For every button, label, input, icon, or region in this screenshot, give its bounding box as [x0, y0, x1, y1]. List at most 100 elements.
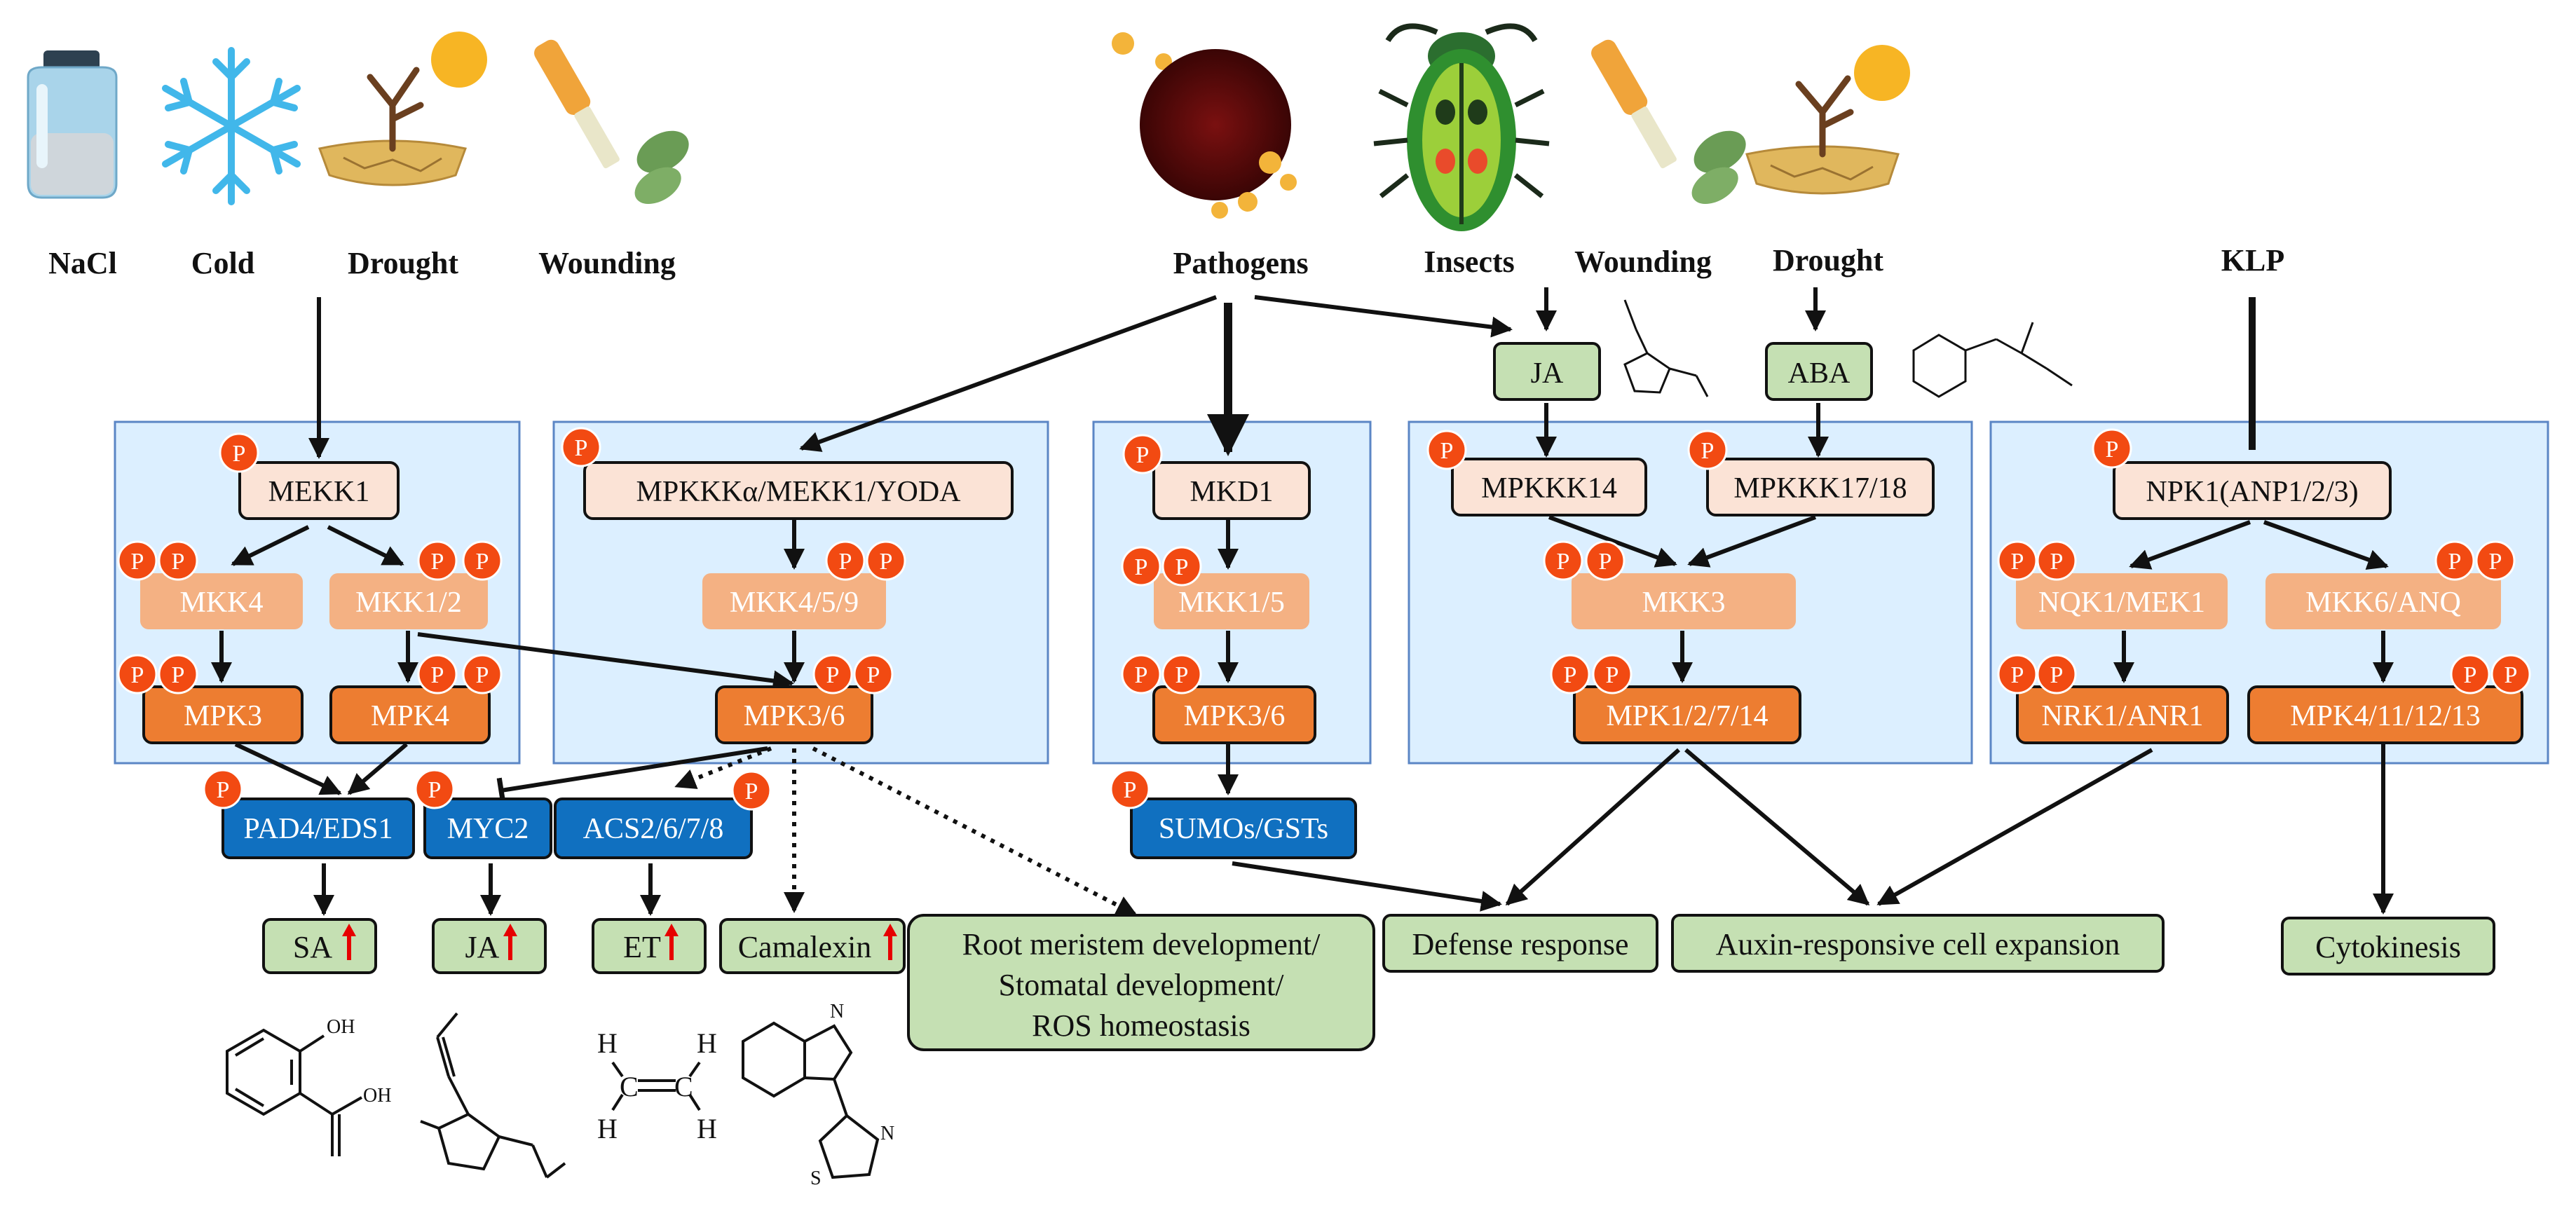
kinase-box-mkk4 — [140, 573, 303, 629]
phospho-badge-icon: P — [1550, 654, 1590, 694]
phospho-badge-icon: P — [2475, 540, 2516, 581]
phospho-badge-icon: P — [2450, 654, 2490, 694]
phospho-badge-icon: P — [219, 432, 259, 473]
phospho-badge-icon: P — [2490, 654, 2531, 694]
phospho-badge-icon: P — [1997, 654, 2038, 694]
kinase-label-mpkkk14: MPKKK14 — [1481, 472, 1617, 505]
target-box-pad4 — [222, 798, 415, 859]
arrow-npk1-to-mkk6 — [2263, 520, 2389, 570]
phospho-badge-icon: P — [866, 540, 906, 581]
kinase-label-mpk4: MPK4 — [371, 700, 449, 732]
output-label-et: ET — [623, 930, 661, 964]
kinase-box-mpk4-11 — [2247, 685, 2523, 744]
ja-structure-small — [1623, 299, 1709, 397]
kinase-box-mpkkk14 — [1451, 458, 1647, 516]
phospho-label: P — [2011, 662, 2024, 688]
phospho-badge-icon: P — [1426, 430, 1467, 470]
output-label-root-line1: Root meristem development/ — [962, 927, 1321, 961]
jasmonic-acid-structure — [420, 1012, 566, 1179]
phospho-badge-icon: P — [1592, 654, 1633, 694]
target-box-sumos — [1130, 798, 1357, 859]
chem-label-c: C — [620, 1071, 639, 1102]
arrow-mkk12-to-mpk36 — [417, 632, 794, 692]
phospho-label: P — [2106, 437, 2119, 463]
output-label-auxin: Auxin-responsive cell expansion — [1716, 927, 2120, 961]
kinase-box-mkk6 — [2265, 573, 2501, 629]
kinase-label-mkk459: MKK4/5/9 — [730, 587, 859, 619]
phospho-label: P — [1135, 662, 1148, 688]
target-box-myc2 — [423, 798, 552, 859]
kinase-label-nrk1: NRK1/ANR1 — [2041, 700, 2203, 732]
phospho-label: P — [172, 549, 185, 575]
kinase-label-mpk1-2-7-14: MPK1/2/7/14 — [1606, 700, 1768, 732]
arrow-mpk1-to-auxin — [1684, 748, 1870, 906]
hormone-label-ja: JA — [1531, 357, 1564, 390]
output-label-cytokinesis: Cytokinesis — [2315, 930, 2461, 964]
kinase-box-mkk12 — [329, 573, 488, 629]
kinase-box-mpk1-2-7-14 — [1573, 685, 1801, 744]
phospho-badge-icon: P — [117, 654, 158, 694]
increase-arrow-icon — [665, 924, 679, 960]
output-box-camalexin — [719, 918, 906, 974]
hormone-box-ja — [1493, 342, 1601, 401]
kinase-box-npk1 — [2113, 461, 2392, 520]
phospho-badge-icon: P — [117, 540, 158, 581]
kinase-box-mkk3 — [1572, 573, 1796, 629]
phospho-label: P — [233, 441, 246, 467]
phospho-label: P — [839, 549, 852, 575]
kinase-box-mpk3 — [142, 685, 304, 744]
kinase-label-mpkkk-alpha: MPKKKα/MEKK1/YODA — [636, 476, 961, 508]
phospho-label: P — [1599, 549, 1612, 575]
phospho-label: P — [2464, 662, 2477, 688]
dry-tree-icon — [318, 32, 487, 186]
stimulus-label-cold: Cold — [191, 246, 254, 280]
output-box-ja — [432, 918, 547, 974]
kinase-box-mpkkk17-18 — [1706, 458, 1935, 516]
kinase-label-mpk36-b: MPK3/6 — [1184, 700, 1286, 732]
phospho-label: P — [1606, 662, 1619, 688]
kinase-label-mpk36: MPK3/6 — [744, 700, 845, 732]
arrow-mekk1-to-mkk4 — [231, 525, 310, 566]
arrow-pathogens-to-ja — [1254, 295, 1513, 338]
output-box-defense — [1382, 914, 1658, 973]
kinase-label-mkk3: MKK3 — [1642, 587, 1725, 619]
increase-arrow-icon — [342, 924, 356, 960]
dry-tree-icon — [1745, 45, 1910, 195]
stimulus-label-insects: Insects — [1424, 245, 1515, 279]
phospho-label: P — [1440, 438, 1454, 464]
kinase-label-npk1: NPK1(ANP1/2/3) — [2146, 476, 2358, 508]
arrow-mpk3-to-pad4 — [234, 742, 342, 795]
chem-label-s: S — [810, 1168, 822, 1189]
phospho-label: P — [1701, 438, 1715, 464]
phospho-badge-icon: P — [417, 540, 458, 581]
output-label-root-line2: Stomatal development/ — [999, 968, 1285, 1002]
arrow-npk1-to-nqk1 — [2129, 520, 2251, 570]
arrow-nrk1-to-auxin — [1876, 748, 2153, 906]
target-box-acs — [554, 798, 753, 859]
stimulus-label-wounding: Wounding — [1574, 245, 1712, 279]
phospho-badge-icon: P — [462, 540, 503, 581]
aba-structure-small — [1912, 322, 2073, 398]
phospho-label: P — [2448, 549, 2462, 575]
phospho-label: P — [575, 435, 588, 461]
phospho-label: P — [476, 549, 489, 575]
phospho-badge-icon: P — [2434, 540, 2475, 581]
output-label-ja: JA — [465, 930, 500, 964]
kinase-box-mpk36 — [715, 685, 873, 744]
phospho-badge-icon: P — [853, 654, 894, 694]
kinase-box-nrk1 — [2016, 685, 2229, 744]
output-box-auxin — [1671, 914, 2165, 973]
dotted-arrow-mpk36-to-acs — [674, 746, 772, 789]
phospho-badge-icon: P — [158, 654, 198, 694]
phospho-label: P — [2505, 662, 2518, 688]
kinase-label-mkk4: MKK4 — [179, 587, 263, 619]
kinase-box-mpk4 — [329, 685, 491, 744]
target-label-sumos: SUMOs/GSTs — [1159, 813, 1328, 845]
phospho-label: P — [745, 779, 758, 805]
phospho-badge-icon: P — [1161, 546, 1202, 587]
phospho-label: P — [131, 549, 144, 575]
chem-label-c: C — [674, 1071, 693, 1102]
pathogen-spore-icon — [1112, 32, 1297, 219]
